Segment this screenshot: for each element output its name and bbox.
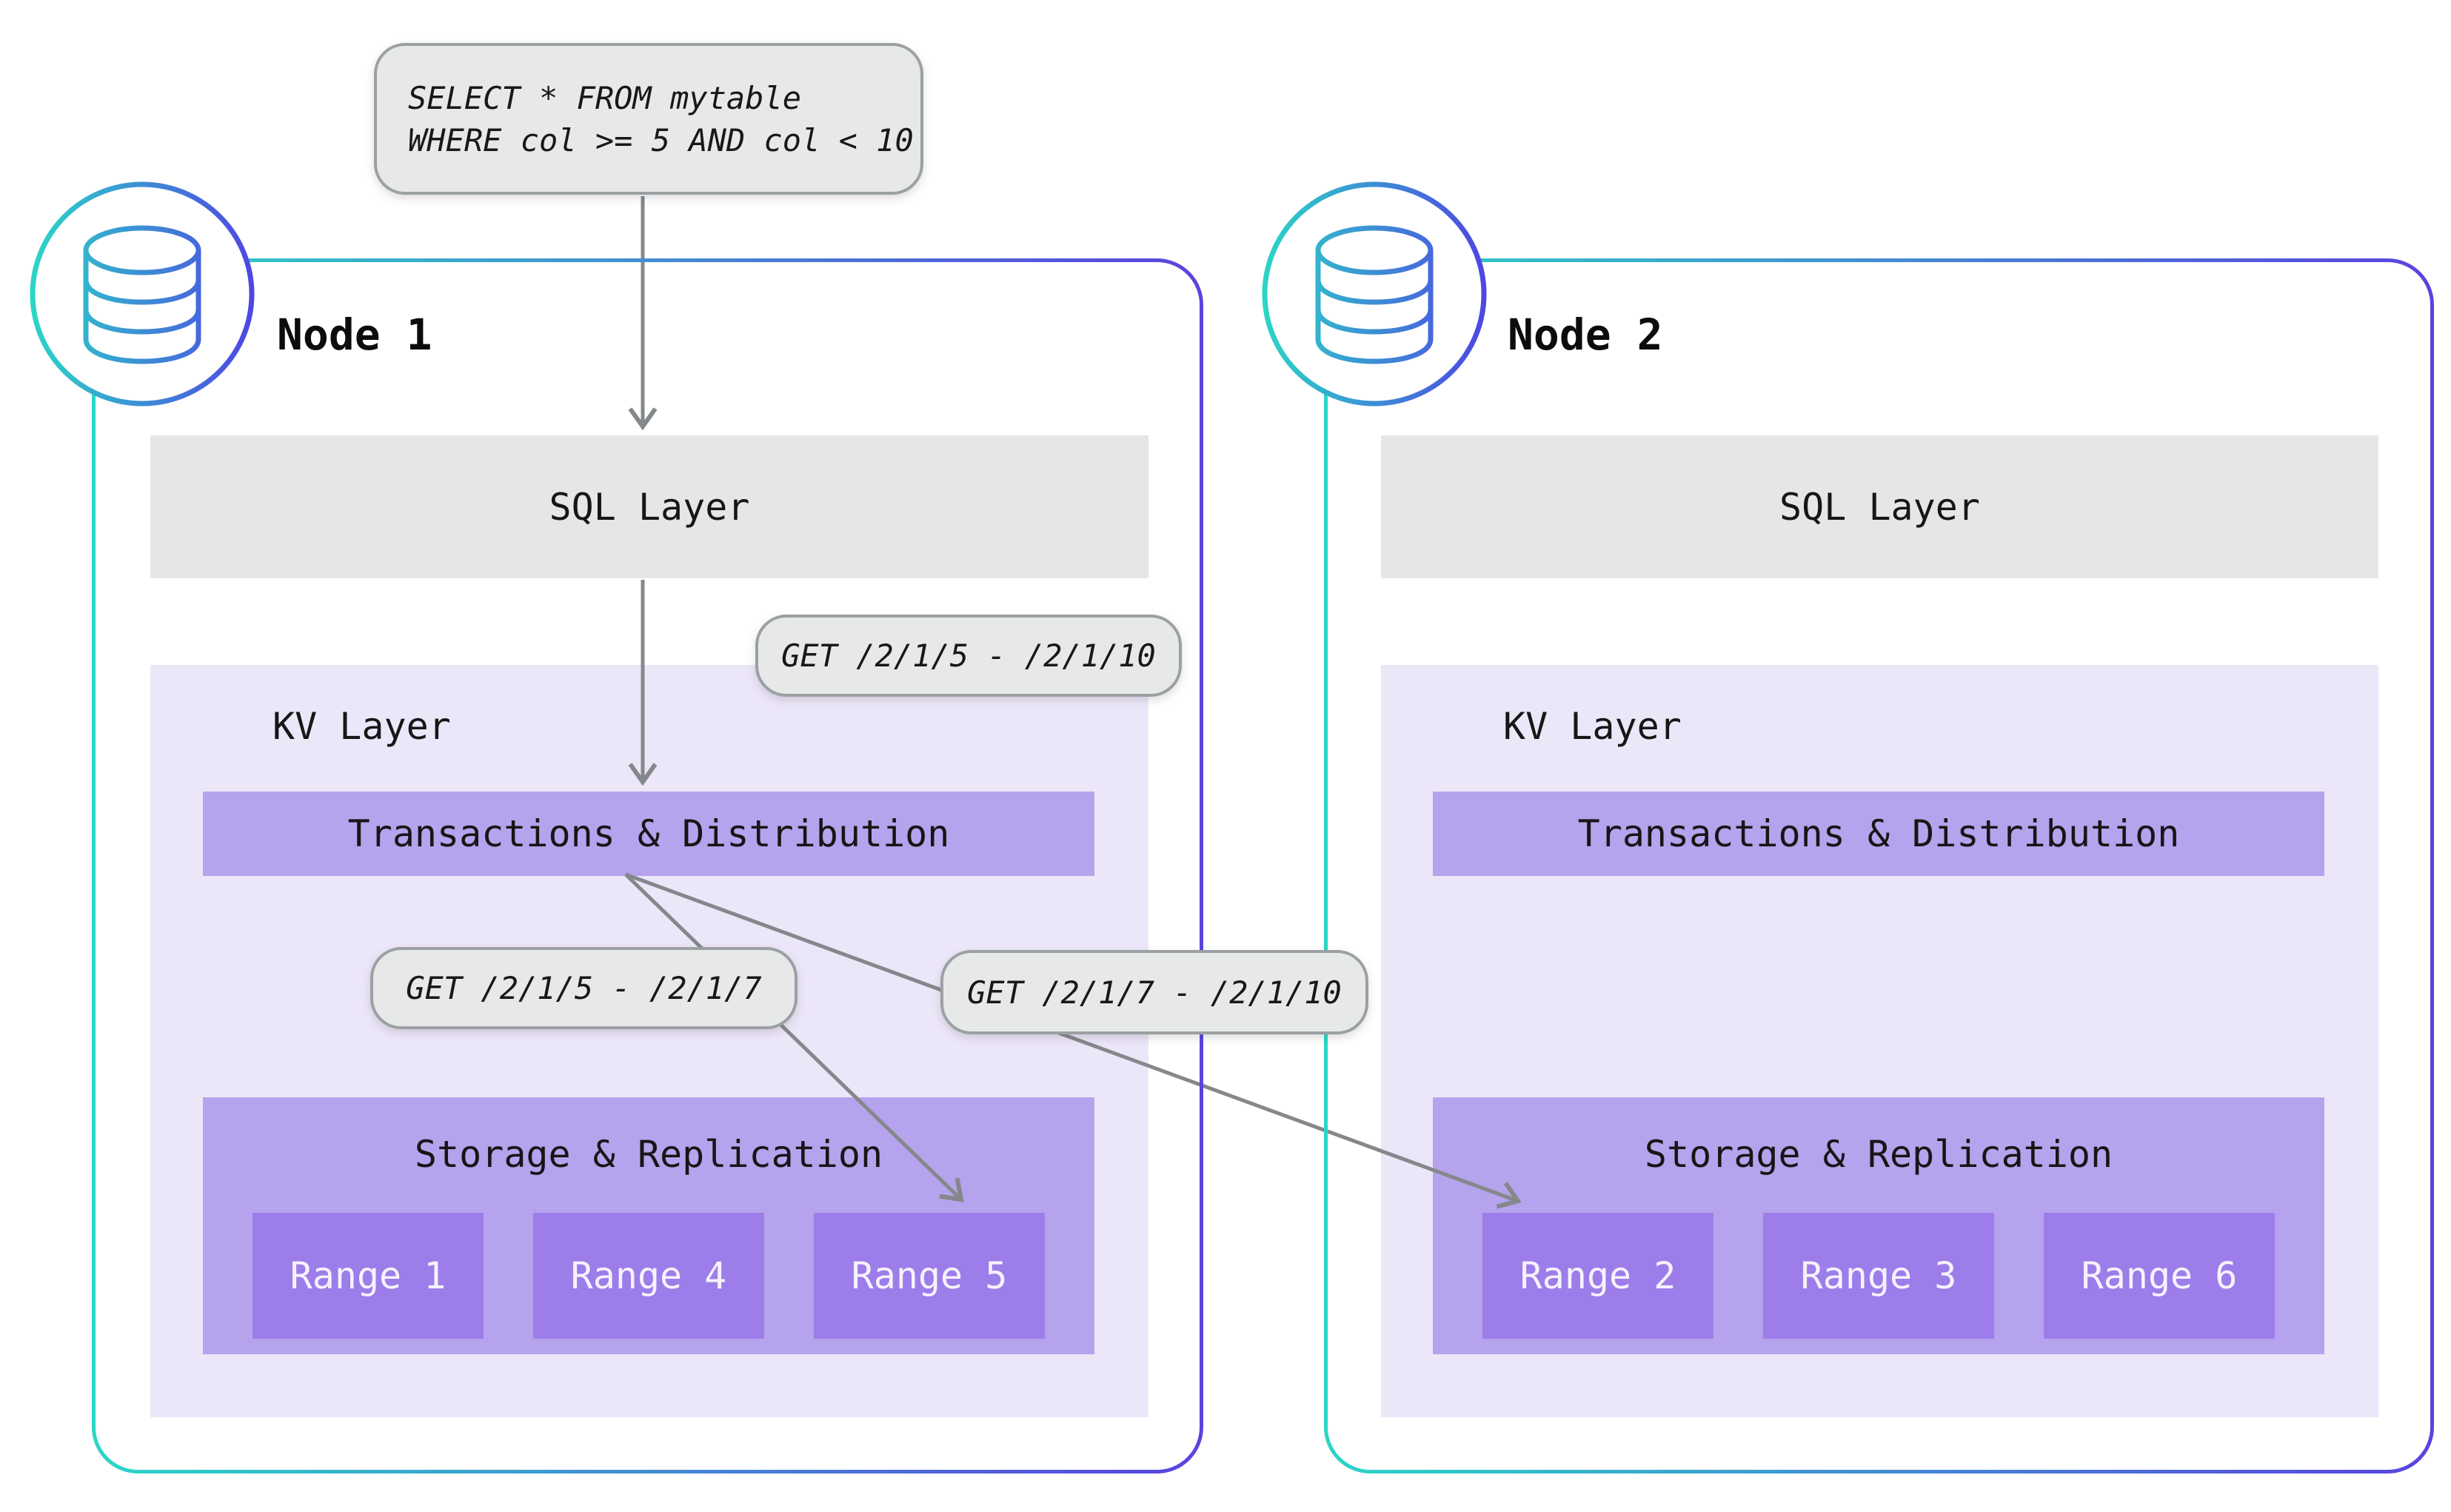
node2-sql-layer-bar: SQL Layer <box>1381 435 2378 578</box>
range-box: Range 5 <box>814 1213 1045 1339</box>
node2-transactions-label: Transactions & Distribution <box>1577 812 2180 855</box>
range-box: Range 6 <box>2044 1213 2275 1339</box>
node1-title: Node 1 <box>277 310 432 360</box>
node2-storage-label: Storage & Replication <box>1644 1133 2113 1176</box>
range-box: Range 1 <box>253 1213 484 1339</box>
node1-storage-bar: Storage & Replication Range 1 Range 4 Ra… <box>203 1097 1094 1354</box>
get-left-split-callout: GET /2/1/5 - /2/1/7 <box>370 947 798 1029</box>
database-icon <box>1265 184 1484 404</box>
get-full-range-callout: GET /2/1/5 - /2/1/10 <box>755 615 1182 697</box>
node2-title: Node 2 <box>1508 310 1663 360</box>
sql-query-callout: SELECT * FROM mytable WHERE col >= 5 AND… <box>374 43 923 195</box>
node1-kv-layer-label: KV Layer <box>272 705 451 748</box>
sql-query-line2: WHERE col >= 5 AND col < 10 <box>408 121 914 158</box>
node2-sql-layer-label: SQL Layer <box>1779 485 1980 529</box>
get-right-split-callout: GET /2/1/7 - /2/1/10 <box>940 950 1368 1034</box>
node2-storage-bar: Storage & Replication Range 2 Range 3 Ra… <box>1433 1097 2324 1354</box>
node1-storage-label: Storage & Replication <box>414 1133 883 1176</box>
range-box: Range 3 <box>1763 1213 1994 1339</box>
node1-sql-layer-label: SQL Layer <box>549 485 750 529</box>
sql-query-line1: SELECT * FROM mytable <box>408 79 802 116</box>
range-box: Range 4 <box>533 1213 764 1339</box>
node1-sql-layer-bar: SQL Layer <box>150 435 1148 578</box>
node1-transactions-bar: Transactions & Distribution <box>203 792 1094 876</box>
node2-kv-layer-label: KV Layer <box>1503 705 1682 748</box>
database-icon <box>30 181 255 407</box>
node1-transactions-label: Transactions & Distribution <box>347 812 950 855</box>
node2-transactions-bar: Transactions & Distribution <box>1433 792 2324 876</box>
range-box: Range 2 <box>1482 1213 1713 1339</box>
